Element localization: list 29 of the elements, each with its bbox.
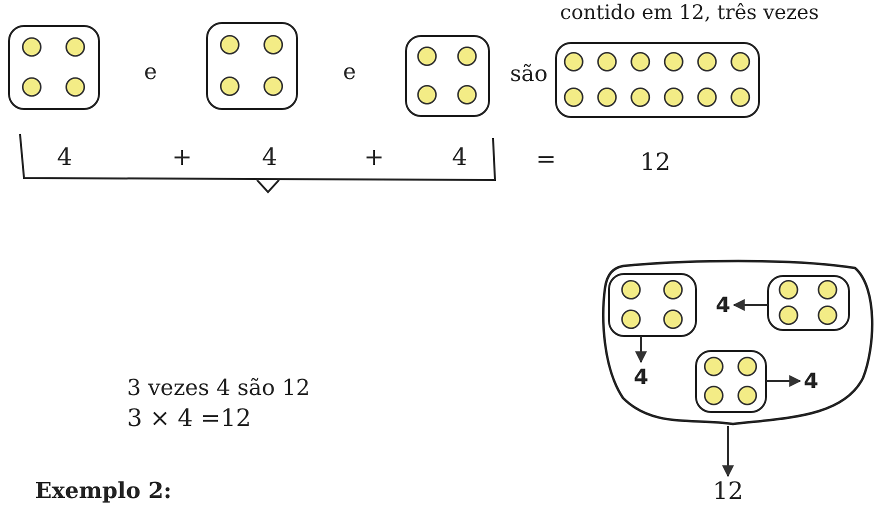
number-label: 4 [802, 368, 820, 394]
counter-card [695, 350, 767, 413]
math-text: = [536, 145, 556, 173]
equation-text: 3 vezes 4 são 12 [127, 376, 310, 401]
counter-card [767, 275, 850, 331]
equation-text: 3 × 4 =12 [127, 404, 252, 432]
math-text: 12 [640, 148, 671, 176]
math-text: e [144, 60, 158, 85]
math-text: 4 [57, 143, 72, 171]
math-text: 4 [452, 143, 468, 171]
sentence-text: contido em 12, três vezes [560, 0, 819, 24]
math-text: e [343, 60, 356, 85]
arrow [767, 375, 802, 387]
counter-card [405, 35, 490, 117]
number-label: 12 [712, 478, 744, 504]
arrow [732, 299, 767, 311]
counter-card [206, 22, 298, 110]
counter-card [608, 273, 697, 337]
arrow [635, 337, 647, 364]
counter-card [555, 42, 760, 118]
heading: Exemplo 2: [35, 478, 172, 504]
number-label: 4 [632, 364, 650, 390]
counter-card [8, 25, 100, 110]
number-label: 4 [714, 292, 732, 318]
math-text: 4 [262, 143, 278, 171]
math-text: + [364, 143, 384, 171]
math-text: são [510, 62, 548, 87]
arrow [722, 426, 734, 478]
math-text: + [172, 143, 192, 171]
